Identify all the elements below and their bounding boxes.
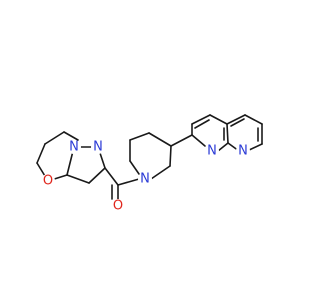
bond-1 <box>36 143 46 164</box>
atom-o-carbonyl: O <box>111 199 125 214</box>
atom-n-pyrazole-2: N <box>91 140 105 155</box>
atom-n-naphthyridine-1: N <box>205 144 219 159</box>
atom-label-n1: N <box>69 140 79 155</box>
atom-n-naphthyridine-2: N <box>236 144 250 159</box>
atom-label-n-piperidine: N <box>140 172 150 187</box>
bond-19 <box>129 160 140 175</box>
bond-22 <box>217 142 229 152</box>
bond-32 <box>194 119 210 129</box>
bond-24 <box>209 114 228 125</box>
atom-o-ring-ether: O <box>41 174 55 189</box>
bond-21 <box>191 134 206 147</box>
bond-31 <box>226 114 246 125</box>
atom-label-o-ether: O <box>43 174 53 189</box>
bond-15 <box>169 145 172 167</box>
molecule-structure-diagram: N N O O N N N <box>36 114 263 214</box>
atom-n-pyrazole-1: N <box>67 140 81 155</box>
atom-label-n-naph2: N <box>238 144 248 159</box>
bond-13 <box>117 178 140 186</box>
bond-33 <box>230 118 245 127</box>
bond-30 <box>244 114 263 125</box>
atom-label-n-naph1: N <box>207 144 217 159</box>
atom-label-n2: N <box>93 140 103 155</box>
atom-label-o-carbonyl: O <box>113 199 123 214</box>
atom-labels: N N O O N N N <box>41 140 250 214</box>
bond-10 <box>104 167 119 186</box>
bond-25 <box>191 114 211 125</box>
bond-14 <box>150 165 171 180</box>
atom-n-piperidine: N <box>138 172 152 187</box>
bond-2 <box>44 131 65 145</box>
bond-20 <box>170 134 193 147</box>
bond-16 <box>148 132 172 147</box>
bond-17 <box>129 132 150 141</box>
bond-8 <box>88 167 106 184</box>
bond-23 <box>226 123 229 144</box>
bond-9 <box>66 174 90 184</box>
bond-3 <box>63 131 79 141</box>
